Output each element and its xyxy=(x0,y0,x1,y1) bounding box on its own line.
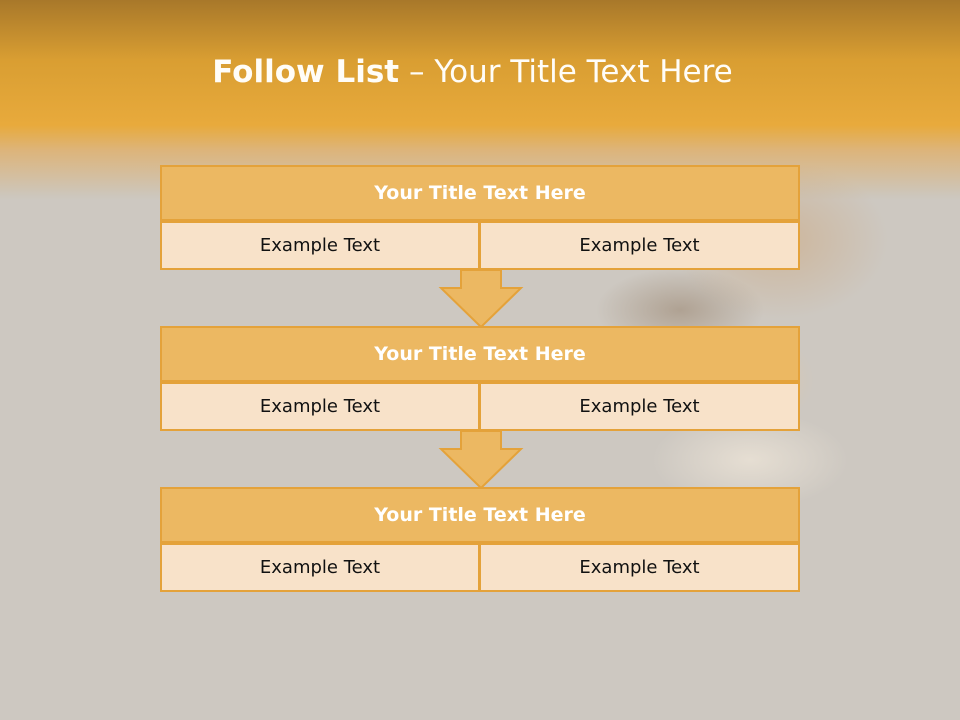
step-title: Your Title Text Here xyxy=(160,487,800,543)
slide-title: Follow List – Your Title Text Here xyxy=(0,54,945,90)
down-arrow-icon xyxy=(438,431,524,490)
title-bold: Follow List xyxy=(212,54,400,90)
step-cell-left: Example Text xyxy=(160,543,480,592)
down-arrow-icon xyxy=(438,270,524,329)
step-cell-left: Example Text xyxy=(160,382,480,431)
step-cell-left: Example Text xyxy=(160,221,480,270)
title-rest: – Your Title Text Here xyxy=(399,54,733,90)
step-cell-right: Example Text xyxy=(480,382,800,431)
step-cell-right: Example Text xyxy=(480,543,800,592)
step-title: Your Title Text Here xyxy=(160,326,800,382)
step-title: Your Title Text Here xyxy=(160,165,800,221)
step-cell-right: Example Text xyxy=(480,221,800,270)
